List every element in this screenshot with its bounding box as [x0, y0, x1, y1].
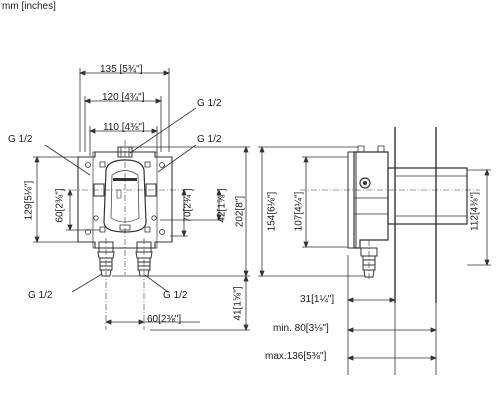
- dim-mm: 120: [102, 92, 119, 103]
- dim-height-129: 129[5⅛"]: [23, 180, 35, 221]
- thread-label-bottom-left: G 1/2: [28, 290, 53, 301]
- dim-width-120: 120 [4¾"]: [102, 92, 144, 103]
- dim-height-107: 107[4¼"]: [293, 191, 305, 232]
- thread-label-left: G 1/2: [8, 134, 33, 145]
- dim-depth-31: 31[1¼"]: [300, 294, 335, 305]
- thread-label-bottom-right: G 1/2: [163, 290, 188, 301]
- dim-spacing-60: 60[2⅜"]: [147, 314, 182, 325]
- thread-label-right: G 1/2: [197, 134, 222, 145]
- dim-mm: 110: [103, 122, 119, 133]
- dim-height-154: 154[6⅛"]: [266, 191, 278, 232]
- dim-width-135: 135 [5¾"]: [100, 64, 142, 75]
- dim-height-112: 112[4⅜"]: [469, 192, 481, 231]
- thread-label-top: G 1/2: [197, 98, 222, 109]
- dim-height-202: 202[8"]: [234, 195, 246, 228]
- dim-depth-max136: max.136[5⅜"]: [265, 351, 327, 362]
- dim-inch: [4¾"]: [121, 92, 145, 103]
- front-view: [33, 68, 250, 330]
- dim-height-42: 42[1⅝"]: [216, 188, 228, 223]
- dim-height-41: 41[1⅝"]: [232, 286, 244, 321]
- dim-depth-min80: min. 80[3⅛"]: [273, 323, 329, 334]
- units-note: mm [inches]: [2, 1, 56, 12]
- dim-height-60: 60[2⅜"]: [54, 188, 66, 223]
- dim-mm: 135: [100, 64, 117, 75]
- dim-height-70: 70[2¾"]: [182, 188, 194, 223]
- dim-width-110: 110 [4⅜"]: [103, 122, 145, 133]
- dim-inch: [4⅜"]: [121, 122, 145, 133]
- side-view: [258, 127, 491, 375]
- dim-inch: [5¾"]: [119, 64, 143, 75]
